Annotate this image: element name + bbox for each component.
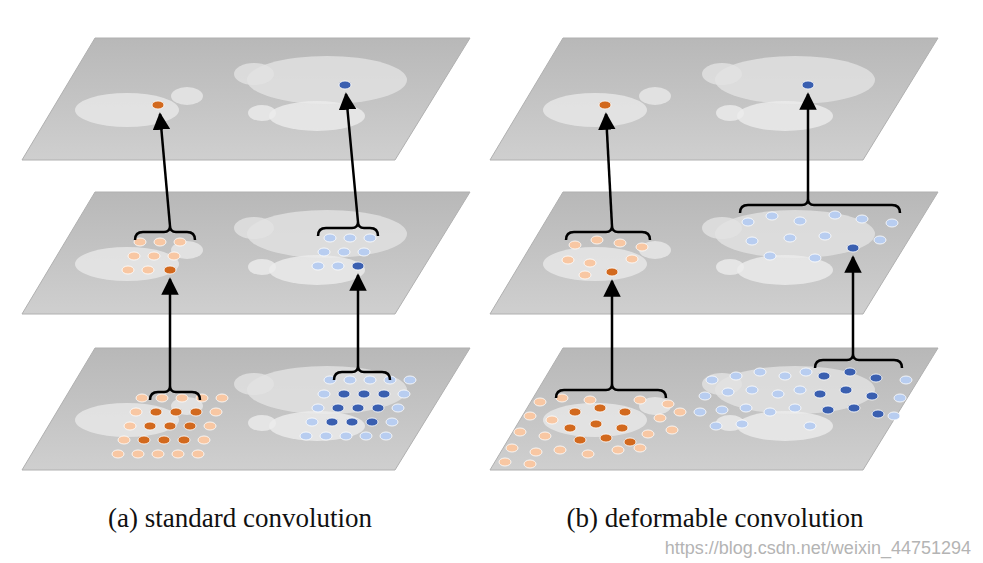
caption: (b) deformable convolution bbox=[567, 503, 864, 534]
image-plane bbox=[22, 38, 938, 470]
sample-points bbox=[112, 81, 912, 468]
watermark: https://blog.csdn.net/weixin_44751294 bbox=[665, 538, 971, 559]
bracket bbox=[135, 199, 902, 400]
caption: (a) standard convolution bbox=[108, 503, 372, 534]
arrow bbox=[160, 94, 853, 386]
